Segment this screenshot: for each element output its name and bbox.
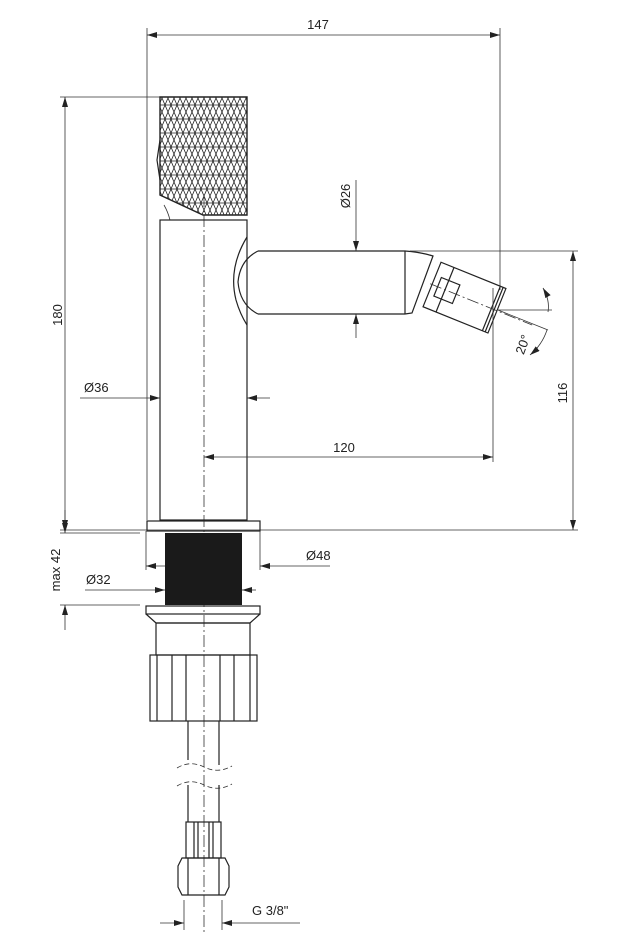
dimension-connection-thread: G 3/8": [160, 900, 300, 930]
dimension-label-180: 180: [50, 304, 65, 326]
dimension-label-48: Ø48: [306, 548, 331, 563]
hose-fitting: [177, 821, 230, 896]
base-flange: [146, 520, 261, 532]
dimension-angle: 20°: [497, 287, 552, 357]
dimension-flange-diameter: Ø48: [145, 531, 331, 570]
dimension-116: 116: [410, 250, 578, 530]
dimension-label-20deg: 20°: [512, 333, 533, 357]
dimension-147: 147: [146, 17, 501, 520]
dimension-label-32: Ø32: [86, 572, 111, 587]
dimension-label-max42: max 42: [48, 549, 63, 592]
supply-hose: [176, 721, 233, 822]
knurled-handle: [156, 96, 248, 221]
dimension-max-42: max 42: [48, 510, 140, 630]
dimension-label-147: 147: [307, 17, 329, 32]
dimension-label-36: Ø36: [84, 380, 109, 395]
dimension-thread-diameter: Ø32: [85, 572, 256, 593]
dimension-spout-diameter: Ø26: [338, 180, 359, 338]
faucet-body: [159, 219, 248, 521]
mounting-thread: [165, 533, 242, 605]
dimension-label-116: 116: [555, 383, 570, 404]
spout: [233, 236, 533, 334]
lock-nut: [145, 605, 261, 722]
aerator: [422, 261, 533, 334]
dimension-120: 120: [204, 288, 494, 462]
dimension-body-diameter: Ø36: [80, 380, 270, 401]
dimension-label-g38: G 3/8": [252, 903, 289, 918]
dimension-180: 180: [50, 96, 578, 531]
dimension-label-120: 120: [333, 440, 355, 455]
dimension-label-26: Ø26: [338, 184, 353, 209]
